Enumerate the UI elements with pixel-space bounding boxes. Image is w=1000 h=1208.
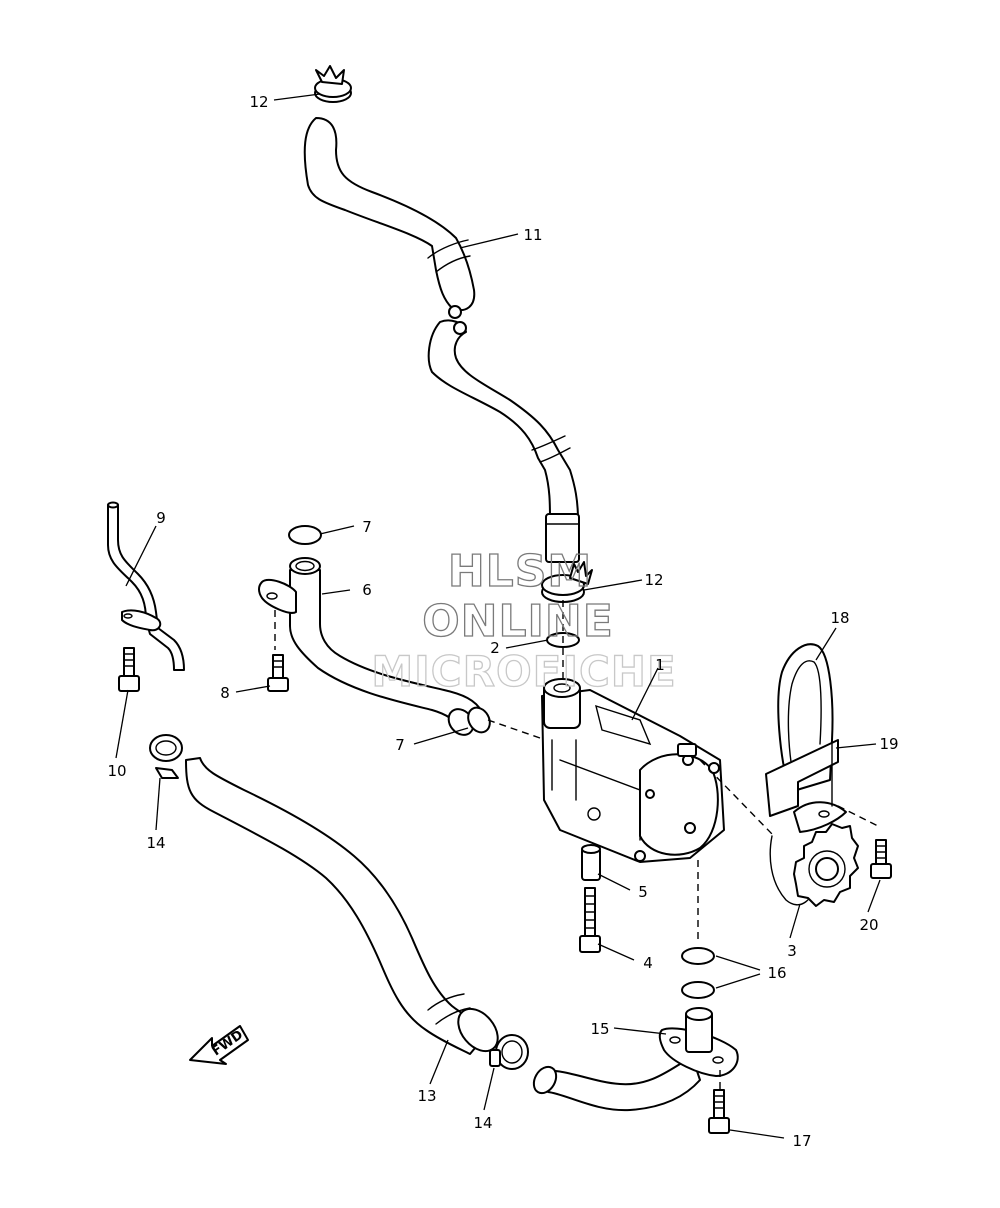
callout-12-middle[interactable]: 12 bbox=[644, 571, 663, 589]
o-ring-16-upper[interactable] bbox=[681, 947, 715, 965]
callout-9[interactable]: 9 bbox=[156, 509, 166, 527]
callout-8[interactable]: 8 bbox=[220, 684, 230, 702]
clamp-14-upper[interactable] bbox=[149, 734, 183, 779]
callout-19[interactable]: 19 bbox=[879, 735, 898, 753]
o-ring-7-top[interactable] bbox=[288, 525, 322, 545]
callout-11[interactable]: 11 bbox=[523, 226, 542, 244]
callout-18[interactable]: 18 bbox=[830, 609, 849, 627]
chain-guide-19[interactable] bbox=[765, 739, 847, 833]
callout-14-upper[interactable]: 14 bbox=[146, 834, 165, 852]
callout-15[interactable]: 15 bbox=[590, 1020, 609, 1038]
callout-16[interactable]: 16 bbox=[767, 964, 786, 982]
callout-6[interactable]: 6 bbox=[362, 581, 372, 599]
callout-7-top[interactable]: 7 bbox=[362, 518, 372, 536]
hose-13[interactable] bbox=[185, 757, 506, 1059]
clamp-14-lower[interactable] bbox=[489, 1034, 529, 1070]
callout-1[interactable]: 1 bbox=[655, 656, 665, 674]
pipe-9[interactable] bbox=[107, 501, 185, 671]
sprocket-3[interactable] bbox=[793, 823, 859, 907]
centerline-bolt-20 bbox=[837, 805, 879, 827]
bolt-20[interactable] bbox=[870, 839, 892, 879]
callout-4[interactable]: 4 bbox=[643, 954, 653, 972]
callout-3[interactable]: 3 bbox=[787, 942, 797, 960]
callout-5[interactable]: 5 bbox=[638, 883, 648, 901]
callout-2[interactable]: 2 bbox=[490, 639, 500, 657]
oil-pump-1[interactable] bbox=[541, 678, 725, 863]
o-ring-16-lower[interactable] bbox=[681, 981, 715, 999]
watermark-line-1: HLSM bbox=[448, 546, 592, 597]
bolt-10[interactable] bbox=[118, 647, 140, 692]
watermark: HLSM ONLINE MICROFICHE bbox=[371, 545, 677, 696]
fwd-arrow-icon: FWD bbox=[189, 1025, 249, 1065]
callout-7-lower[interactable]: 7 bbox=[395, 736, 405, 754]
o-ring-7-lower[interactable] bbox=[464, 704, 494, 737]
callout-14-lower[interactable]: 14 bbox=[473, 1114, 492, 1132]
callouts: 1 2 3 4 5 6 7 7 8 9 10 11 12 12 13 14 14… bbox=[107, 93, 898, 1150]
centerline-pipe-6 bbox=[487, 719, 541, 739]
bolt-8[interactable] bbox=[267, 654, 289, 692]
pipe-15[interactable] bbox=[529, 1007, 739, 1112]
clamp-12-top[interactable] bbox=[314, 65, 352, 103]
callout-20[interactable]: 20 bbox=[859, 916, 878, 934]
bolt-17[interactable] bbox=[708, 1089, 730, 1134]
watermark-line-3: MICROFICHE bbox=[371, 647, 676, 696]
leader-lines bbox=[115, 93, 881, 1139]
callout-10[interactable]: 10 bbox=[107, 762, 126, 780]
callout-12-top[interactable]: 12 bbox=[249, 93, 268, 111]
centerline-sprocket bbox=[699, 759, 773, 835]
dowel-5-top bbox=[581, 844, 601, 854]
bolt-4[interactable] bbox=[579, 887, 601, 953]
hose-11[interactable] bbox=[303, 117, 580, 563]
watermark-line-2: ONLINE bbox=[422, 596, 614, 647]
callout-17[interactable]: 17 bbox=[792, 1132, 811, 1150]
callout-13[interactable]: 13 bbox=[417, 1087, 436, 1105]
